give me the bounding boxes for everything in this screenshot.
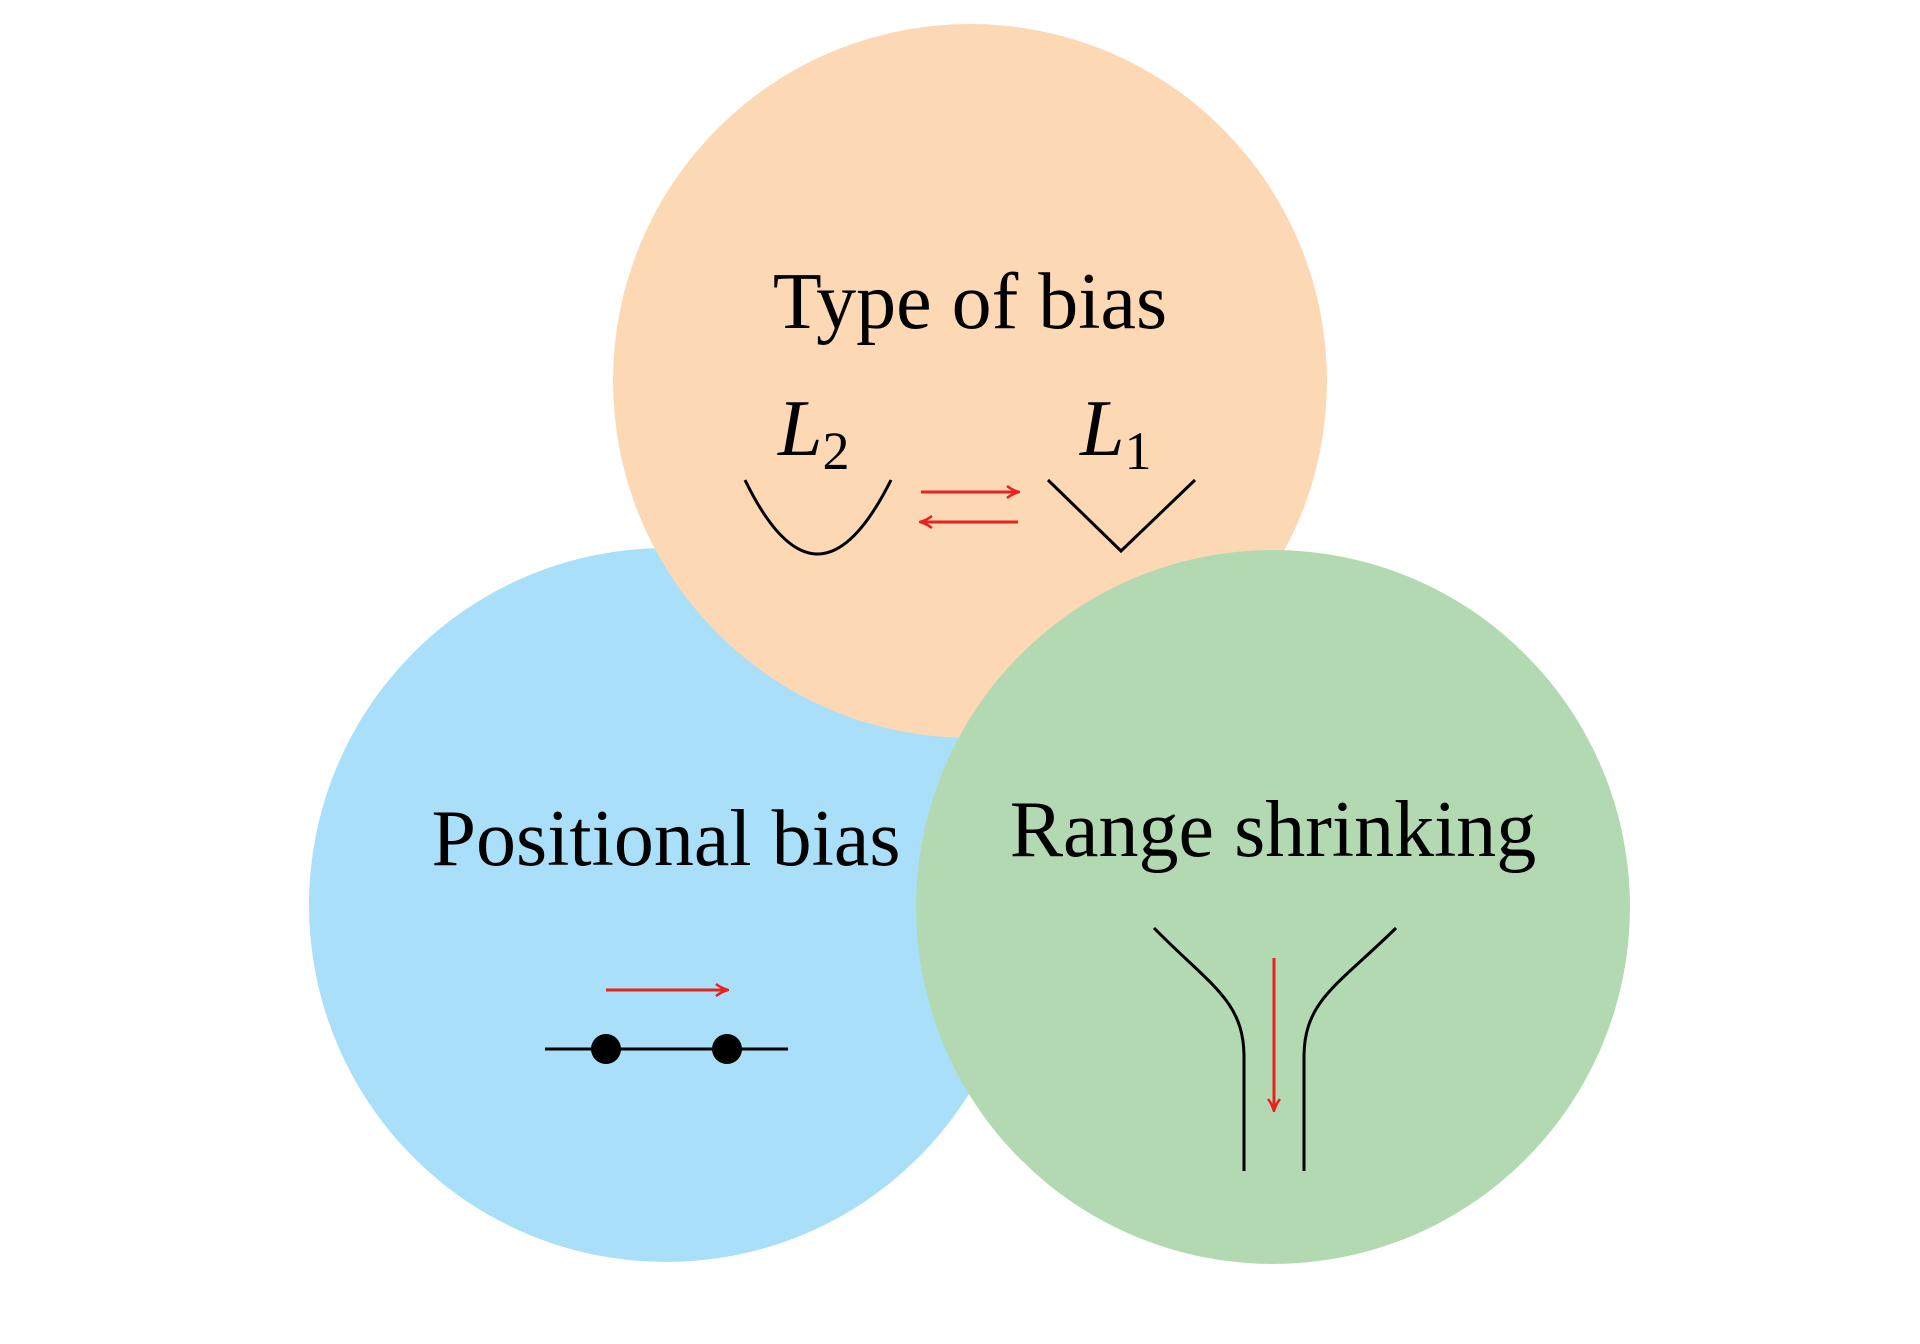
l2-label: L2 (777, 385, 850, 481)
range-shrinking-title: Range shrinking (1010, 786, 1537, 874)
funnel-icon (1152, 926, 1398, 1171)
position-dot-right (712, 1034, 742, 1064)
type-of-bias-title: Type of bias (773, 258, 1167, 346)
v-shape-icon (1046, 478, 1197, 554)
exchange-arrows-icon (921, 492, 1018, 522)
positional-bias-title: Positional bias (432, 795, 901, 883)
range-shrinking-circle (916, 550, 1630, 1264)
type-of-bias-circle (613, 24, 1327, 738)
position-line-icon (545, 1034, 788, 1064)
positional-bias-circle (309, 548, 1023, 1262)
position-dot-left (591, 1034, 621, 1064)
parabola-icon (743, 479, 893, 556)
l1-label: L1 (1079, 385, 1152, 481)
